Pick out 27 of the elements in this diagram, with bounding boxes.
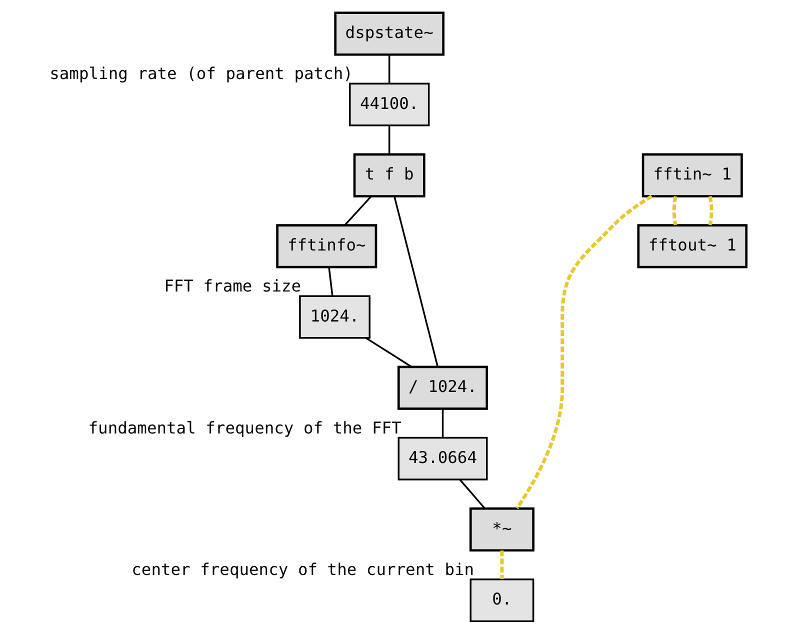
connector	[458, 479, 485, 509]
node-box: fftinfo~	[276, 224, 377, 268]
connector	[708, 196, 713, 226]
connector	[328, 267, 333, 296]
node-box: *~	[468, 507, 534, 552]
connector	[344, 196, 372, 226]
connector	[441, 408, 444, 438]
connector	[514, 194, 652, 510]
node-label: center frequency of the current bin	[131, 560, 474, 579]
connector	[388, 54, 390, 84]
connector	[365, 337, 412, 368]
node-label: sampling rate (of parent patch)	[49, 64, 352, 84]
node-box: fftout~ 1	[636, 224, 748, 268]
node-box: / 1024.	[396, 366, 488, 410]
node-label: fundamental frequency of the FFT	[88, 418, 401, 438]
connector	[500, 550, 504, 580]
node-box: dspstate~	[334, 12, 444, 56]
node-box: fftin~ 1	[641, 153, 742, 198]
connector	[388, 126, 390, 154]
node-box: 1024.	[298, 295, 370, 339]
connector	[672, 196, 677, 226]
node-box: 0.	[469, 578, 534, 622]
node-box: t f b	[352, 153, 425, 198]
connector	[393, 196, 438, 368]
node-label: FFT frame size	[164, 276, 301, 296]
node-box: 43.0664	[397, 436, 488, 480]
node-box: 44100.	[348, 82, 430, 126]
